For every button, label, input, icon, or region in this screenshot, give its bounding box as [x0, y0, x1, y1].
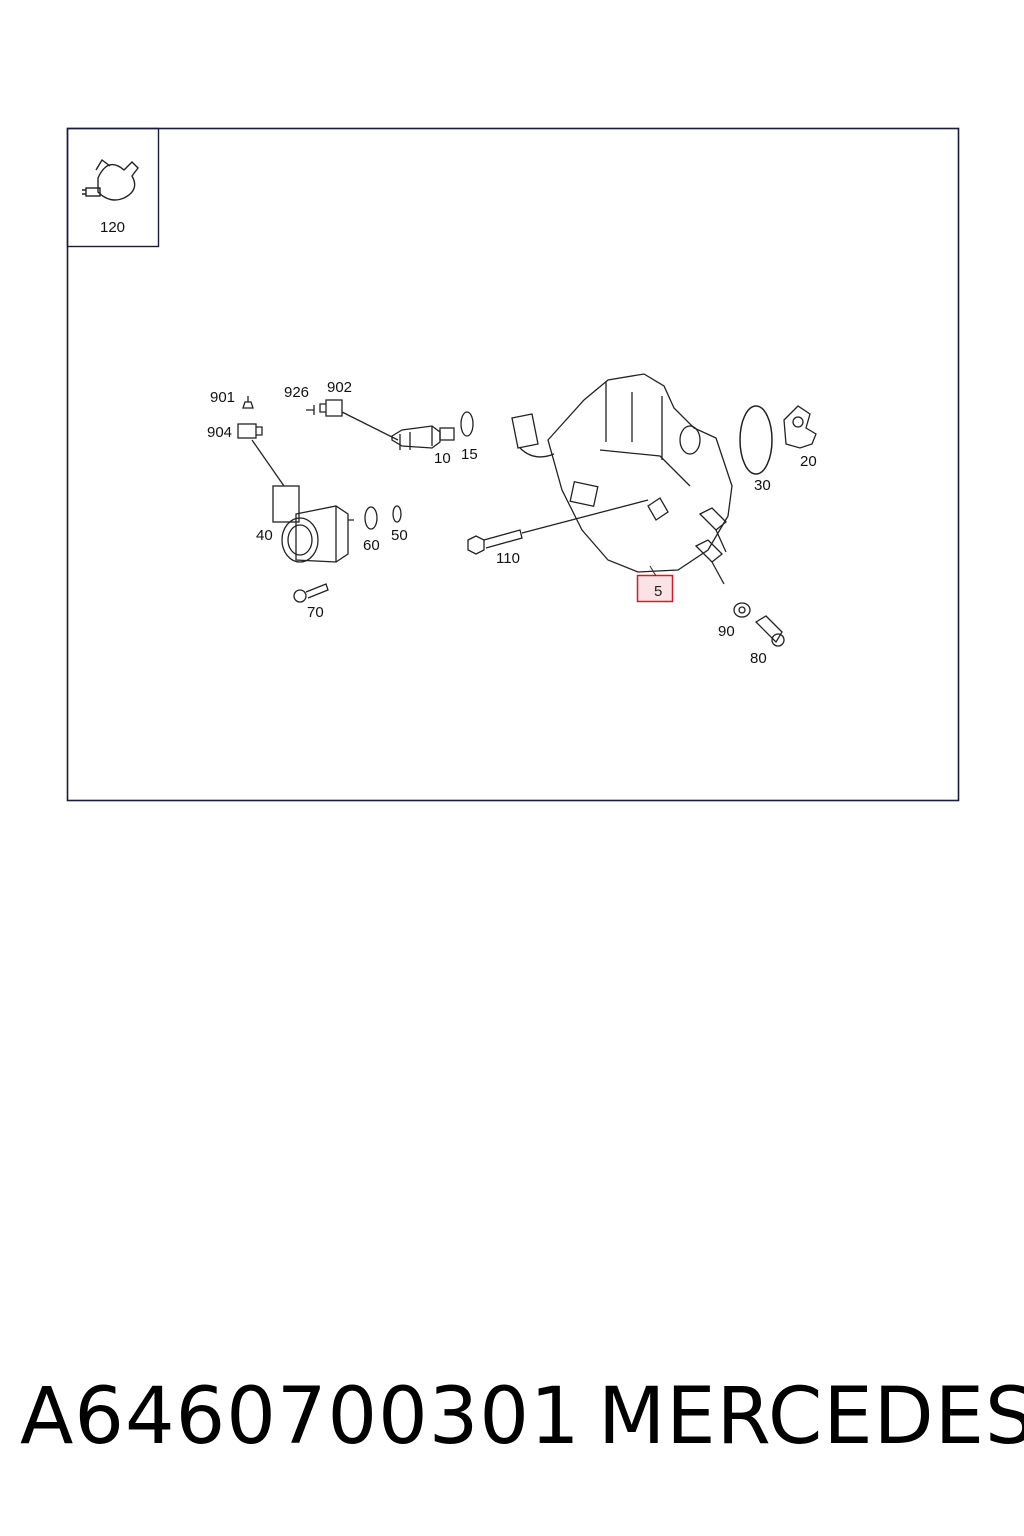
connector-904-icon [237, 396, 285, 487]
label-5: 5 [654, 583, 662, 600]
label-902: 902 [327, 379, 352, 396]
diagram-frame [66, 127, 960, 802]
label-80: 80 [750, 650, 767, 667]
oring-50-icon [392, 505, 402, 523]
oring-15-icon [460, 411, 474, 437]
label-904: 904 [207, 424, 232, 441]
label-30: 30 [754, 477, 771, 494]
valve-40-icon [272, 485, 354, 563]
inset-clamp-box: 120 [66, 127, 160, 248]
label-10: 10 [434, 450, 451, 467]
label-40: 40 [256, 527, 273, 544]
fitting-80-icon [754, 615, 785, 647]
label-110: 110 [496, 550, 520, 567]
fuel-pump-icon [511, 373, 733, 585]
washer-90-icon [733, 602, 751, 618]
label-70: 70 [307, 604, 324, 621]
oring-60-icon [364, 506, 378, 530]
label-90: 90 [718, 623, 735, 640]
label-60: 60 [363, 537, 380, 554]
clamp-icon [82, 158, 139, 201]
label-901: 901 [210, 389, 235, 406]
brand-name: MERCEDES [598, 1372, 1024, 1462]
highlight-callout-5[interactable]: 5 [636, 565, 674, 603]
sensor-10-icon [306, 399, 455, 450]
inset-label: 120 [100, 219, 125, 236]
part-number: A6460700301 [20, 1372, 581, 1462]
screw-70-icon [293, 583, 329, 603]
label-20: 20 [800, 453, 817, 470]
label-50: 50 [391, 527, 408, 544]
flange-20-icon [783, 405, 817, 449]
label-926: 926 [284, 384, 309, 401]
oring-30-icon [739, 405, 773, 475]
label-15: 15 [461, 446, 478, 463]
bolt-110-icon [467, 499, 649, 555]
